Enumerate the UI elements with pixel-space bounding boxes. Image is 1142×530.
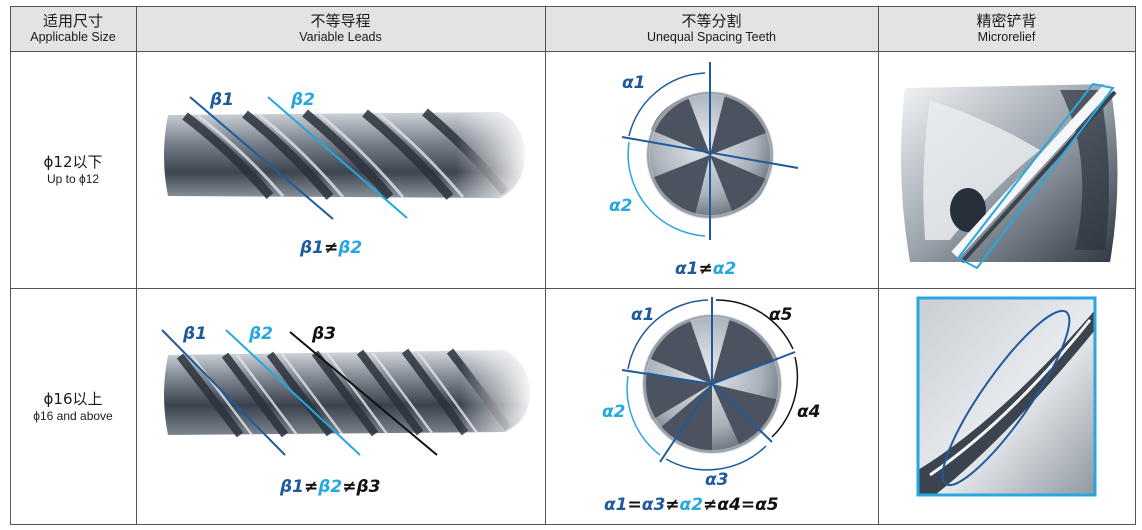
relation-term: α2: [712, 259, 737, 279]
angle-arc-alpha5: [715, 299, 794, 350]
header-background: [10, 6, 1136, 51]
end-mill-body-row1: [160, 108, 530, 203]
microrelief-highlight-ellipse: [941, 309, 1071, 487]
relation-term: α3: [641, 495, 666, 515]
header-bottom-border: [10, 51, 1136, 52]
size-cell-row1: ϕ12以下 Up to ϕ12: [10, 52, 136, 288]
angle-relation-row2: α1=α3≠α2≠α4=α5: [604, 495, 779, 515]
column-divider-1: [136, 6, 137, 525]
relation-term: α4: [717, 495, 741, 515]
header-cn-label: 适用尺寸: [42, 12, 103, 30]
relation-term: α2: [679, 495, 704, 515]
header-cn-label: 不等分割: [681, 12, 742, 30]
helix-line-beta2: [267, 96, 408, 219]
header-en-label: Unequal Spacing Teeth: [646, 30, 777, 44]
relation-op: ≠: [703, 495, 718, 515]
relation-term: β1: [280, 477, 304, 497]
helix-line-beta1: [189, 96, 334, 220]
helix-label-beta2: β2: [249, 324, 273, 344]
microrelief-magnified-view: [916, 296, 1097, 497]
relation-term: β2: [338, 238, 363, 258]
relation-op: ≠: [324, 238, 339, 258]
microrelief-edge-closeup: [901, 81, 1118, 264]
angle-label-alpha5: α5: [769, 305, 793, 325]
angle-arc-alpha4: [771, 356, 799, 438]
relation-op: ≠: [304, 477, 319, 497]
size-main-label: ϕ12以下: [43, 153, 103, 171]
size-sub-label: ϕ16 and above: [33, 408, 113, 423]
relation-op: =: [627, 495, 642, 515]
angle-arc-alpha2: [626, 375, 661, 456]
table-right-border: [1135, 6, 1136, 525]
table-top-border: [10, 6, 1136, 7]
relation-op: ≠: [698, 259, 713, 279]
size-main-label: ϕ16以上: [43, 389, 103, 408]
helix-line-beta2: [225, 329, 361, 456]
microrelief-highlight-frame: [956, 82, 1115, 270]
header-en-label: Applicable Size: [30, 30, 116, 44]
helix-label-beta1: β1: [183, 324, 207, 344]
size-cell-row2: ϕ16以上 ϕ16 and above: [10, 289, 136, 524]
table-left-border: [10, 6, 11, 525]
relation-term: α1: [604, 495, 628, 515]
relation-op: ≠: [342, 477, 357, 497]
helix-line-beta1: [161, 329, 286, 456]
angle-label-alpha1: α1: [631, 305, 655, 325]
angle-label-alpha1: α1: [622, 73, 646, 93]
relation-term: α1: [675, 259, 699, 279]
spacing-axis-diagonal: [621, 136, 799, 169]
column-divider-2: [545, 6, 546, 525]
header-applicable-size: 适用尺寸 Applicable Size: [10, 6, 136, 51]
header-en-label: Microrelief: [977, 30, 1036, 44]
angle-label-alpha2: α2: [602, 402, 626, 422]
angle-arc-alpha1: [627, 299, 709, 370]
relation-op: ≠: [665, 495, 680, 515]
angle-label-alpha4: α4: [797, 402, 821, 422]
column-divider-3: [878, 6, 879, 525]
relation-term: β3: [356, 477, 381, 497]
relation-term: β2: [318, 477, 343, 497]
relation-term: β1: [300, 238, 324, 258]
angle-arc-alpha3: [665, 445, 767, 471]
lead-relation-row2: β1≠β2≠β3: [280, 477, 381, 497]
helix-label-beta2: β2: [291, 90, 315, 110]
header-microrelief: 精密铲背 Microrelief: [878, 6, 1135, 51]
lead-relation-row1: β1≠β2: [300, 238, 362, 258]
angle-label-alpha2: α2: [609, 196, 633, 216]
angle-arc-alpha2: [627, 141, 706, 237]
header-en-label: Variable Leads: [299, 30, 382, 44]
header-variable-leads: 不等导程 Variable Leads: [136, 6, 545, 51]
angle-label-alpha3: α3: [705, 470, 729, 490]
header-cn-label: 精密铲背: [976, 12, 1037, 30]
end-mill-body-row2: [160, 345, 535, 440]
row-divider: [10, 288, 1136, 289]
angle-arc-alpha1: [628, 72, 706, 137]
helix-label-beta3: β3: [312, 324, 336, 344]
size-sub-label: Up to ϕ12: [46, 172, 100, 186]
angle-relation-row1: α1≠α2: [675, 259, 736, 279]
relation-term: α5: [755, 495, 779, 515]
header-cn-label: 不等导程: [310, 12, 371, 30]
table-bottom-border: [10, 524, 1136, 525]
relation-op: =: [740, 495, 756, 515]
helix-line-beta3: [289, 331, 438, 456]
header-unequal-spacing: 不等分割 Unequal Spacing Teeth: [545, 6, 878, 51]
spacing-axes-5: [621, 297, 796, 463]
helix-label-beta1: β1: [210, 90, 234, 110]
